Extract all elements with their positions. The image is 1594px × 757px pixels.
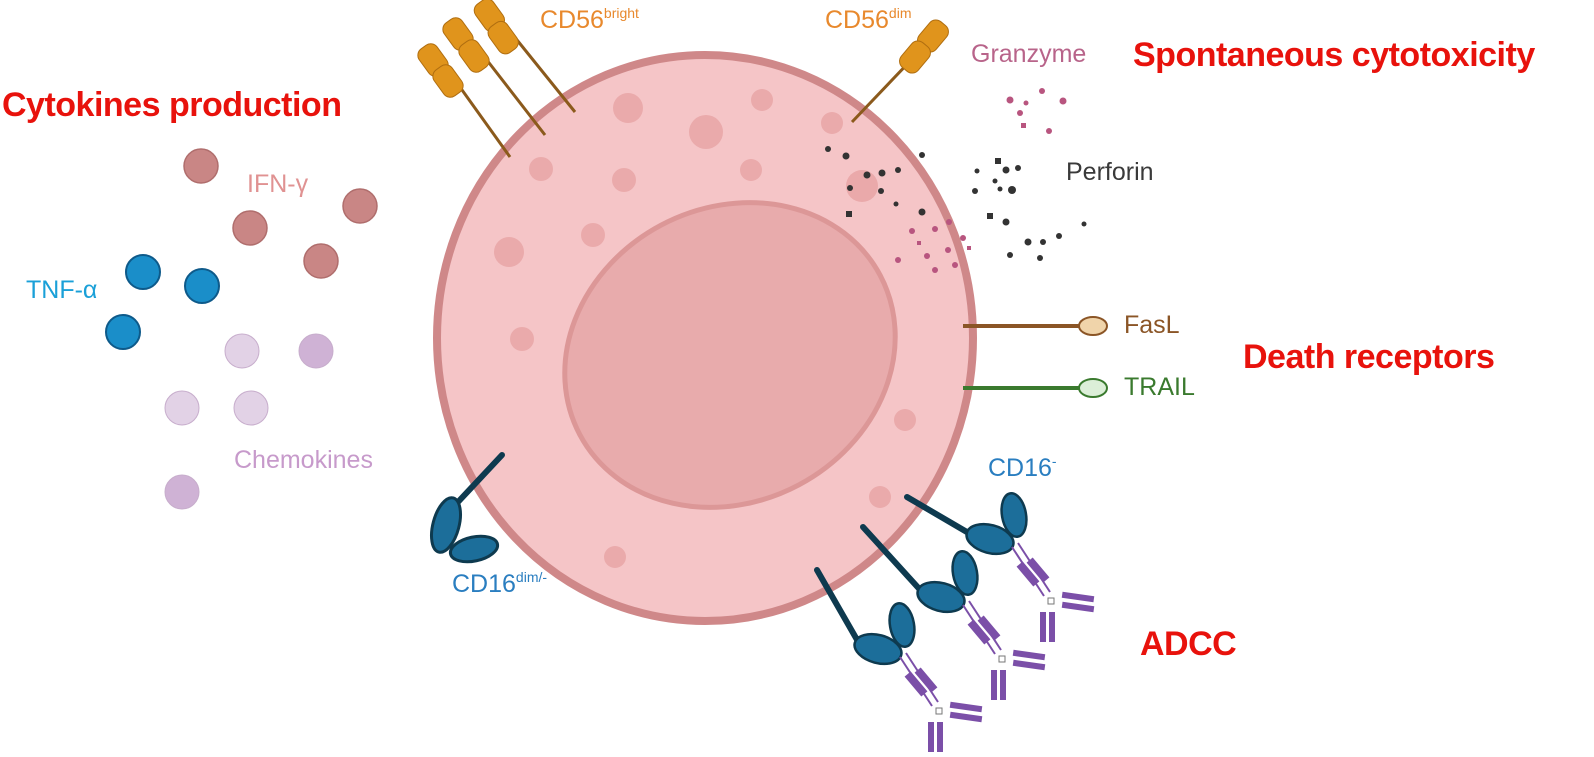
cd16-adcc-receptor	[814, 567, 916, 666]
trail-ligand	[963, 378, 1108, 398]
granule	[740, 159, 762, 181]
cd56-bright-receptors	[417, 0, 577, 158]
granule	[581, 223, 605, 247]
label-chemokines: Chemokines	[234, 446, 373, 474]
perforin-granules	[825, 146, 1087, 261]
granule	[894, 409, 916, 431]
tnf-alpha-molecule	[184, 268, 220, 304]
antibody	[962, 600, 1046, 700]
label-perforin: Perforin	[1066, 158, 1154, 186]
granzyme-granules	[895, 88, 1067, 273]
cd16-adcc-complexes	[814, 491, 1095, 752]
nucleus	[562, 200, 898, 510]
label-cd56-bright-sup: bright	[603, 5, 639, 21]
fasl-ligand	[963, 316, 1108, 336]
chemokine-molecule	[233, 390, 269, 426]
antibody	[1011, 542, 1095, 642]
cytoplasmic-granules	[494, 89, 916, 568]
label-cd16-dim: CD16dim/-	[452, 569, 548, 598]
granule	[613, 93, 643, 123]
label-cd16-neg-base: CD16	[988, 454, 1052, 482]
granule	[529, 157, 553, 181]
granule	[869, 486, 891, 508]
granule	[821, 112, 843, 134]
chemokine-molecule	[298, 333, 334, 369]
heading-cytokines-production: Cytokines production	[2, 86, 342, 124]
granule	[689, 115, 723, 149]
label-cd56-bright-base: CD56	[540, 6, 604, 34]
label-cd16-neg: CD16-	[988, 453, 1057, 482]
cd16-adcc-receptor	[860, 524, 979, 614]
heading-death-receptors: Death receptors	[1243, 338, 1495, 376]
label-tnf-alpha: TNF-α	[26, 276, 98, 304]
cd56-dim-receptor	[850, 19, 949, 124]
chemokine-molecule	[164, 390, 200, 426]
label-ifn-gamma: IFN-γ	[247, 170, 309, 198]
label-cd56-dim-base: CD56	[825, 6, 889, 34]
antibody	[899, 652, 983, 752]
granule	[604, 546, 626, 568]
granule	[510, 327, 534, 351]
cd56-bright-receptor	[442, 17, 547, 136]
ifn-gamma-molecule	[342, 188, 378, 224]
ifn-gamma-molecules	[183, 148, 378, 279]
granule	[751, 89, 773, 111]
label-fasl: FasL	[1124, 311, 1180, 339]
label-trail: TRAIL	[1124, 373, 1195, 401]
label-cd16-neg-sup: -	[1051, 453, 1057, 469]
label-cd16-dim-sup: dim/-	[515, 569, 548, 585]
ifn-gamma-molecule	[303, 243, 339, 279]
label-cd56-bright: CD56bright	[540, 5, 639, 34]
nk-cell	[433, 51, 977, 625]
granule	[612, 168, 636, 192]
cd16-adcc-receptor	[904, 491, 1028, 556]
label-cd56-dim: CD56dim	[825, 5, 912, 34]
tnf-alpha-molecules	[105, 254, 220, 350]
chemokine-molecules	[164, 333, 334, 510]
label-cd56-dim-sup: dim	[888, 5, 912, 21]
granule	[846, 170, 878, 202]
label-cd16-dim-base: CD16	[452, 570, 516, 598]
cd56-bright-receptor	[473, 0, 577, 113]
cd56-bright-receptor	[417, 43, 512, 158]
tnf-alpha-molecule	[105, 314, 141, 350]
heading-adcc: ADCC	[1140, 625, 1237, 663]
ifn-gamma-molecule	[183, 148, 219, 184]
label-granzyme: Granzyme	[971, 40, 1087, 68]
chemokine-molecule	[164, 474, 200, 510]
tnf-alpha-molecule	[125, 254, 161, 290]
cd16-dim-receptor	[430, 452, 505, 564]
heading-spontaneous-cytotoxicity: Spontaneous cytotoxicity	[1133, 36, 1535, 74]
granule	[494, 237, 524, 267]
ifn-gamma-molecule	[232, 210, 268, 246]
chemokine-molecule	[224, 333, 260, 369]
